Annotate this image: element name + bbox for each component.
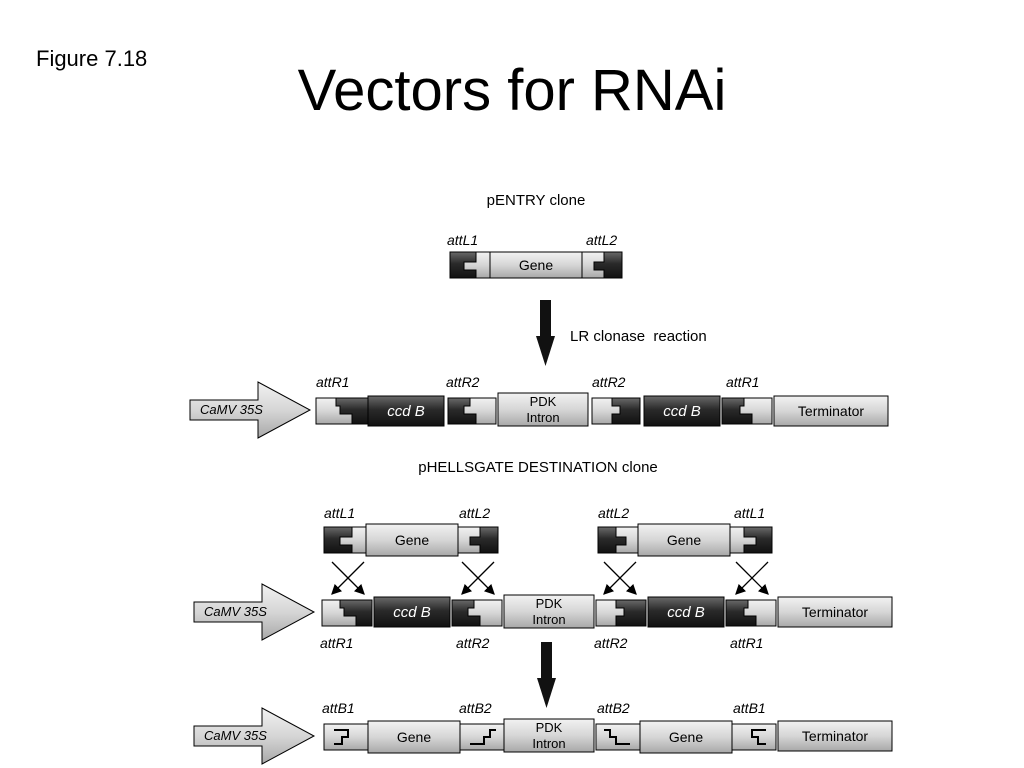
attr1-label: attR1 <box>316 374 349 390</box>
attr1-label: attR1 <box>726 374 759 390</box>
entry-fragment-left: attL1 attL2 Gene <box>323 505 499 557</box>
promoter-arrow: CaMV 35S <box>193 583 316 641</box>
attr2-label: attR2 <box>456 635 490 651</box>
ccdb-label: ccd B <box>667 604 705 621</box>
attl2-site <box>581 251 623 279</box>
attr1-label: attR1 <box>730 635 763 651</box>
intron-label: Intron <box>532 736 565 751</box>
attl1-label: attL1 <box>734 505 765 521</box>
gene-box: Gene <box>637 523 731 557</box>
attl2-label: attL2 <box>598 505 629 521</box>
pentry-clone-label: pENTRY clone <box>487 192 586 209</box>
gene-label: Gene <box>519 257 553 273</box>
attr1-site <box>315 397 369 425</box>
attr1-label: attR1 <box>320 635 353 651</box>
destination-construct: CaMV 35S attR1 attR2 attR2 attR1 ccd B P… <box>189 374 889 439</box>
promoter-label: CaMV 35S <box>204 604 267 619</box>
attl1-site <box>729 526 773 554</box>
attb1-label: attB1 <box>733 700 766 716</box>
attl1-site <box>323 526 367 554</box>
attb1-label: attB1 <box>322 700 355 716</box>
gene-label: Gene <box>395 532 429 548</box>
pdk-label: PDK <box>536 596 563 611</box>
attl2-label: attL2 <box>586 232 617 248</box>
lr-reaction-arrow <box>536 300 555 366</box>
entry-fragment-right: attL2 attL1 Gene <box>597 505 773 557</box>
gene-box: Gene <box>367 720 461 754</box>
terminator-box: Terminator <box>777 720 893 752</box>
attb2-label: attB2 <box>597 700 630 716</box>
attr1-site <box>725 599 777 627</box>
gene-label: Gene <box>669 729 703 745</box>
attl1-label: attL1 <box>447 232 478 248</box>
attr2-site <box>591 397 641 425</box>
pdk-intron-box: PDK Intron <box>503 718 595 753</box>
ccdb-label: ccd B <box>387 403 425 420</box>
terminator-box: Terminator <box>773 395 889 427</box>
gene-box: Gene <box>365 523 459 557</box>
attr2-site <box>595 599 647 627</box>
gene-label: Gene <box>397 729 431 745</box>
attl2-label: attL2 <box>459 505 490 521</box>
attb2-site <box>595 723 641 751</box>
terminator-label: Terminator <box>802 604 868 620</box>
terminator-label: Terminator <box>802 728 868 744</box>
ccdb-box: ccd B <box>647 596 725 628</box>
pdk-label: PDK <box>536 720 563 735</box>
gene-box: Gene <box>639 720 733 754</box>
pdk-intron-box: PDK Intron <box>503 594 595 629</box>
hairpin-construct: attB1 attB2 attB2 attB1 CaMV 35S Gene PD… <box>193 700 893 765</box>
pdk-label: PDK <box>530 394 557 409</box>
attl1-label: attL1 <box>324 505 355 521</box>
attr2-site <box>451 599 503 627</box>
attb1-site <box>731 723 777 751</box>
attr2-site <box>447 397 497 425</box>
pdk-intron-box: PDK Intron <box>497 392 589 427</box>
terminator-label: Terminator <box>798 403 864 419</box>
slide-title: Vectors for RNAi <box>297 58 727 123</box>
intron-label: Intron <box>532 612 565 627</box>
promoter-label: CaMV 35S <box>200 402 263 417</box>
attl1-site <box>449 251 491 279</box>
ccdb-label: ccd B <box>393 604 431 621</box>
recombination-crossovers <box>331 561 769 595</box>
gene-label: Gene <box>667 532 701 548</box>
destination-construct-recombining: CaMV 35S ccd B PDK Intron ccd B <box>193 583 893 651</box>
pentry-construct: attL1 attL2 Gene <box>447 232 623 279</box>
phellsgate-label: pHELLSGATE DESTINATION clone <box>418 459 658 476</box>
attb2-site <box>459 723 505 751</box>
gene-box: Gene <box>489 251 583 279</box>
attb1-site <box>323 723 369 751</box>
ccdb-label: ccd B <box>663 403 701 420</box>
intron-label: Intron <box>526 410 559 425</box>
ccdb-box: ccd B <box>643 395 721 427</box>
promoter-arrow: CaMV 35S <box>189 381 312 439</box>
attr1-site <box>321 599 373 627</box>
ccdb-box: ccd B <box>367 395 445 427</box>
promoter-arrow: CaMV 35S <box>193 707 316 765</box>
result-arrow <box>537 642 556 708</box>
terminator-box: Terminator <box>777 596 893 628</box>
attr2-label: attR2 <box>592 374 626 390</box>
attl2-site <box>457 526 499 554</box>
promoter-label: CaMV 35S <box>204 728 267 743</box>
lr-reaction-label: LR clonase reaction <box>570 328 707 345</box>
attb2-label: attB2 <box>459 700 492 716</box>
figure-label: Figure 7.18 <box>36 46 148 71</box>
attr2-label: attR2 <box>446 374 480 390</box>
attr1-site <box>721 397 773 425</box>
attl2-site <box>597 526 639 554</box>
ccdb-box: ccd B <box>373 596 451 628</box>
attr2-label: attR2 <box>594 635 628 651</box>
